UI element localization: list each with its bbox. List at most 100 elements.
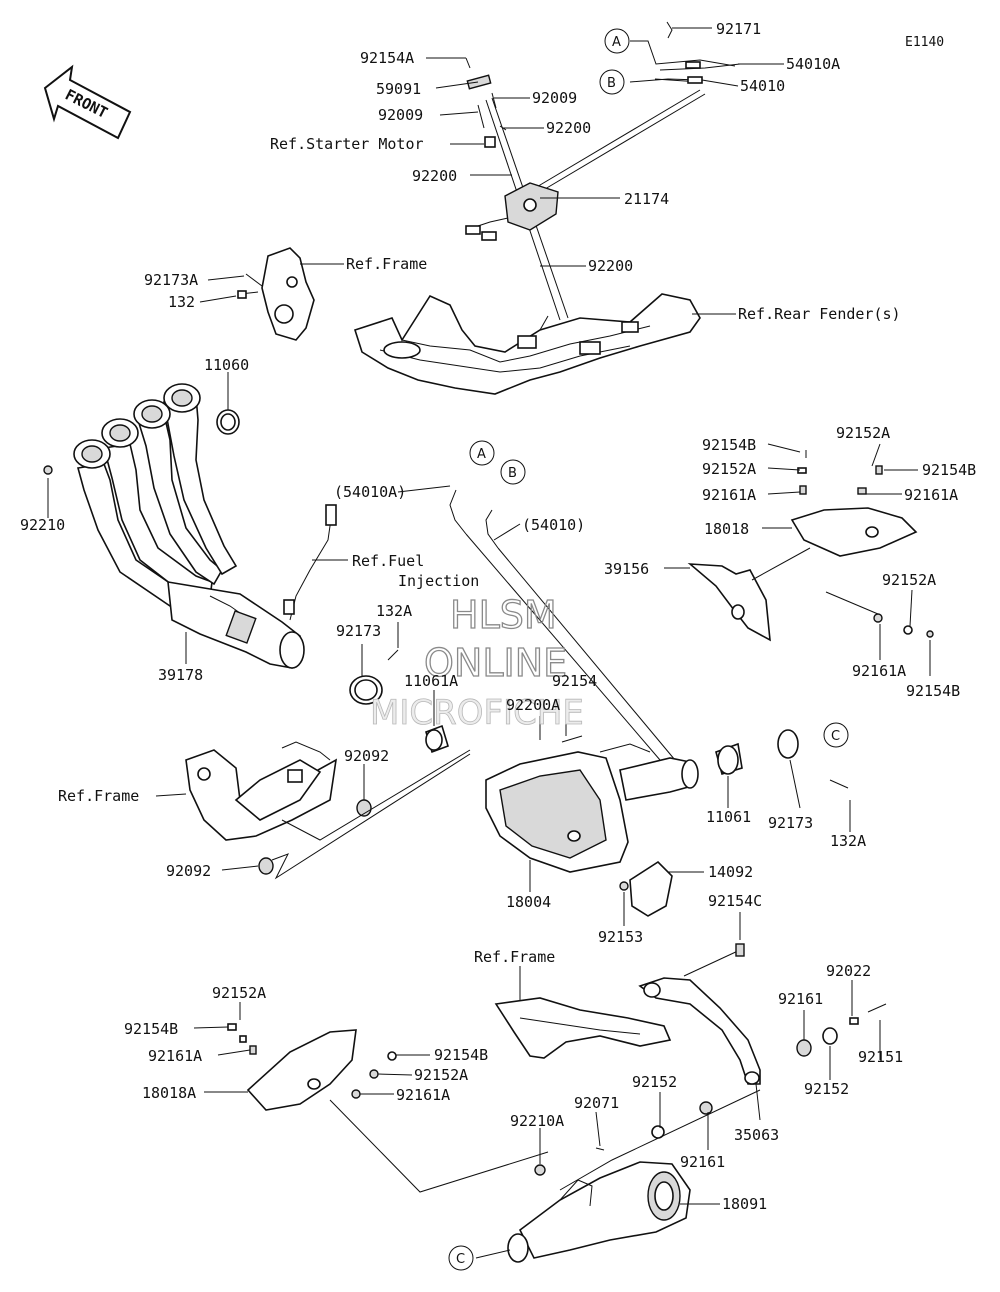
label-92200A: 92200A xyxy=(506,696,560,714)
silencer xyxy=(507,1089,761,1263)
label-92152A-top-left: 92152A xyxy=(702,460,756,478)
label-92210A: 92210A xyxy=(510,1112,564,1130)
side-cover-lower-left xyxy=(227,1023,549,1193)
label-11060: 11060 xyxy=(204,356,249,374)
muffler-stay xyxy=(638,943,887,1085)
label-92152A-bottom-right: 92152A xyxy=(414,1066,468,1084)
label-92200-left: 92200 xyxy=(412,167,457,185)
cables-middle xyxy=(449,489,676,761)
label-21174: 21174 xyxy=(624,190,669,208)
label-ref-rear-fender: Ref.Rear Fender(s) xyxy=(738,305,901,323)
callout-c-mid: C xyxy=(823,722,849,748)
label-92154C: 92154C xyxy=(708,892,762,910)
label-54010: 54010 xyxy=(740,77,785,95)
watermark-line3: MICROFICHE xyxy=(370,693,584,733)
label-92200-bottom: 92200 xyxy=(588,257,633,275)
label-92152-center: 92152 xyxy=(632,1073,677,1091)
label-92161A-top-left: 92161A xyxy=(702,486,756,504)
label-92171: 92171 xyxy=(716,20,761,38)
label-92161A-bottom-right: 92161A xyxy=(396,1086,450,1104)
side-cover-right xyxy=(687,450,934,642)
label-92092-right: 92092 xyxy=(344,747,389,765)
label-92152A-mid: 92152A xyxy=(882,571,936,589)
rear-fender-frame xyxy=(353,293,701,395)
label-39178: 39178 xyxy=(158,666,203,684)
label-92161A-top-right: 92161A xyxy=(904,486,958,504)
label-ref-starter-motor: Ref.Starter Motor xyxy=(270,135,424,153)
label-92173A: 92173A xyxy=(144,271,198,289)
frame-bracket-top xyxy=(237,247,315,341)
label-92154B-bottom-left: 92154B xyxy=(124,1020,178,1038)
label-92161: 92161 xyxy=(778,990,823,1008)
label-11061: 11061 xyxy=(706,808,751,826)
label-92161A-mid: 92161A xyxy=(852,662,906,680)
svg-text:A: A xyxy=(612,35,621,50)
label-132: 132 xyxy=(168,293,195,311)
gaskets xyxy=(425,724,849,789)
label-92154B-mid: 92154B xyxy=(906,682,960,700)
muffler-body xyxy=(485,735,699,917)
label-35063: 35063 xyxy=(734,1126,779,1144)
label-92022: 92022 xyxy=(826,962,871,980)
label-92154: 92154 xyxy=(552,672,597,690)
part-labels: 92171 54010A 54010 92154A 59091 92009 92… xyxy=(20,20,976,1213)
label-92161-center: 92161 xyxy=(680,1153,725,1171)
label-92154B-bottom-right: 92154B xyxy=(434,1046,488,1064)
label-92152A-top-right: 92152A xyxy=(836,424,890,442)
label-18018A: 18018A xyxy=(142,1084,196,1102)
frame-bracket-low xyxy=(494,997,672,1059)
svg-text:C: C xyxy=(456,1252,465,1267)
label-ref-frame-top: Ref.Frame xyxy=(346,255,427,273)
svg-text:B: B xyxy=(508,466,517,481)
callout-a-top: A xyxy=(604,28,630,54)
label-54010-paren: (54010) xyxy=(522,516,585,534)
callout-a-mid: A xyxy=(469,440,495,466)
label-92071: 92071 xyxy=(574,1094,619,1112)
exhaust-headers xyxy=(43,383,337,669)
label-ref-frame-low: Ref.Frame xyxy=(474,948,555,966)
label-132A-right: 132A xyxy=(830,832,866,850)
label-14092: 14092 xyxy=(708,863,753,881)
label-18018: 18018 xyxy=(704,520,749,538)
clamp-left xyxy=(349,649,399,705)
label-92092-left: 92092 xyxy=(166,862,211,880)
watermark-line2: ONLINE xyxy=(424,641,567,685)
diagram-code: E1140 xyxy=(905,35,944,50)
label-92009-left: 92009 xyxy=(378,106,423,124)
label-92152A-bottom: 92152A xyxy=(212,984,266,1002)
label-92009-right: 92009 xyxy=(532,89,577,107)
callout-b-top: B xyxy=(599,69,625,95)
label-92173-left: 92173 xyxy=(336,622,381,640)
callout-c-low: C xyxy=(448,1245,474,1271)
watermark-line1: HLSM xyxy=(450,593,557,637)
label-92210: 92210 xyxy=(20,516,65,534)
frame-bracket-mid xyxy=(185,741,471,880)
label-39156: 39156 xyxy=(604,560,649,578)
label-54010A-paren: (54010A) xyxy=(334,483,406,501)
svg-text:B: B xyxy=(607,76,616,91)
svg-text:C: C xyxy=(831,729,840,744)
label-92153: 92153 xyxy=(598,928,643,946)
label-injection: Injection xyxy=(398,572,479,590)
svg-text:A: A xyxy=(477,447,486,462)
label-ref-frame-mid: Ref.Frame xyxy=(58,787,139,805)
label-ref-fuel: Ref.Fuel xyxy=(352,552,424,570)
label-59091: 59091 xyxy=(376,80,421,98)
label-92200-right: 92200 xyxy=(546,119,591,137)
label-92154A: 92154A xyxy=(360,49,414,67)
cable-actuator-assembly xyxy=(465,21,741,321)
leader-lines xyxy=(47,27,931,1259)
callout-b-mid: B xyxy=(500,459,526,485)
front-arrow-icon: FRONT xyxy=(43,64,132,140)
label-92152-right: 92152 xyxy=(804,1080,849,1098)
label-54010A: 54010A xyxy=(786,55,840,73)
label-11061A: 11061A xyxy=(404,672,458,690)
label-92151: 92151 xyxy=(858,1048,903,1066)
label-92154B-top-left: 92154B xyxy=(702,436,756,454)
watermark: HLSM ONLINE MICROFICHE xyxy=(370,592,585,733)
label-132A-top: 132A xyxy=(376,602,412,620)
label-92161A-bottom-left: 92161A xyxy=(148,1047,202,1065)
label-92154B-top-right: 92154B xyxy=(922,461,976,479)
